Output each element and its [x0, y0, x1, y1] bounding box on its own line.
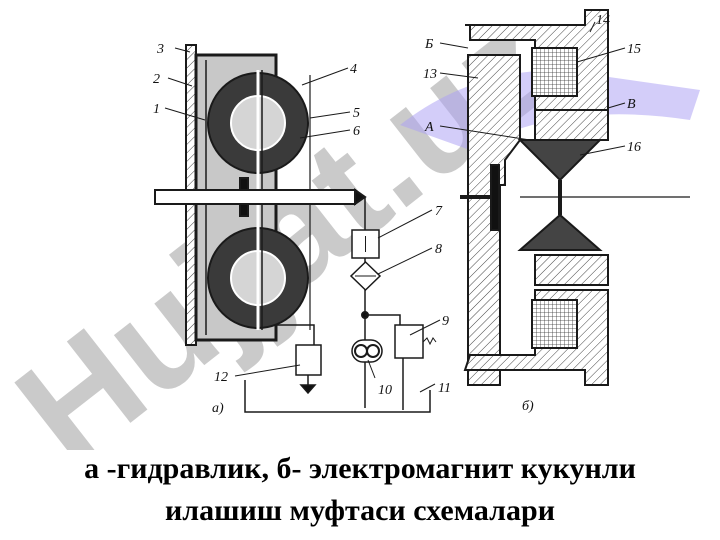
callout-16: 16: [627, 140, 641, 155]
caption-line-1: а -гидравлик, б- электромагнит кукунли: [84, 452, 636, 485]
callout-5: 5: [353, 106, 360, 121]
callout-12: 12: [214, 370, 228, 385]
callout-B-cyr: Б: [424, 37, 433, 52]
electromagnetic-powder-clutch: [439, 9, 690, 386]
callout-7: 7: [435, 204, 443, 219]
sublabel-a: а): [212, 401, 224, 416]
callout-A: А: [424, 120, 434, 135]
clutch-diagram: Hujjat.uz: [0, 0, 700, 450]
caption-line-2: илашиш муфтаси схемалари: [165, 494, 555, 527]
callout-labels: 3 2 1 4 5 6 7 8 9 10 11 12 а) Б 13 14 15…: [153, 13, 641, 416]
callout-V: В: [627, 97, 636, 112]
callout-13: 13: [423, 67, 437, 82]
callout-2: 2: [153, 72, 160, 87]
sublabel-b: б): [522, 399, 534, 414]
callout-10: 10: [378, 383, 392, 398]
callout-15: 15: [627, 42, 641, 57]
callout-6: 6: [353, 124, 360, 139]
callout-4: 4: [350, 62, 357, 77]
callout-8: 8: [435, 242, 442, 257]
callout-9: 9: [442, 314, 449, 329]
callout-1: 1: [153, 102, 160, 117]
callout-11: 11: [438, 381, 451, 396]
callout-3: 3: [156, 42, 164, 57]
hydraulic-coupling: [154, 44, 441, 413]
callout-14: 14: [596, 13, 610, 28]
